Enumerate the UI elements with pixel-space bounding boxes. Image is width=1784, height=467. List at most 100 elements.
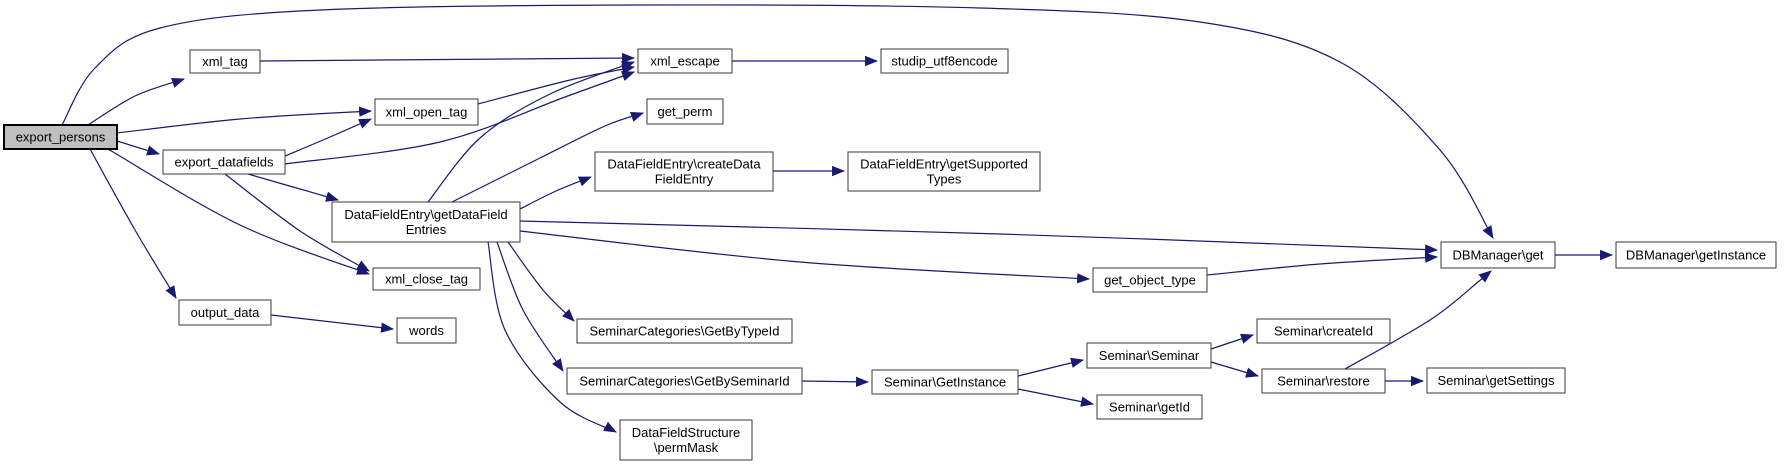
function-box[interactable] (880, 48, 1009, 74)
function-label: SeminarCategories\GetBySeminarId (579, 374, 789, 389)
node-dbmanager_get[interactable]: DBManager\get (1440, 241, 1556, 269)
edge-export_datafields-to-xml_open_tag (284, 118, 372, 157)
edge-datafieldentry_getdatafieldentries-to-seminarcategories_getbytypeid (507, 241, 575, 322)
node-get_object_type[interactable]: get_object_type (1092, 267, 1208, 293)
edge-export_persons-to-export_datafields (116, 140, 160, 156)
node-xml_close_tag[interactable]: xml_close_tag (372, 267, 481, 291)
function-box[interactable] (619, 419, 753, 461)
function-box[interactable] (1615, 241, 1777, 269)
function-box[interactable] (331, 201, 521, 243)
function-label: studip_utf8encode (891, 54, 997, 69)
function-label: xml_tag (202, 54, 248, 69)
edge-seminar_getinstance-to-seminar_getid (1017, 388, 1095, 407)
edge-seminar_restore-to-dbmanager_get (1344, 270, 1492, 370)
edge-seminar_seminar-to-seminar_createid (1210, 333, 1254, 350)
node-seminarcategories_getbyseminarid[interactable]: SeminarCategories\GetBySeminarId (566, 367, 803, 395)
node-seminar_createid[interactable]: Seminar\createId (1256, 318, 1391, 344)
edge-export_persons-to-xml_tag (87, 77, 185, 126)
edge-export_persons-to-output_data (89, 148, 177, 299)
node-seminar_restore[interactable]: Seminar\restore (1261, 368, 1386, 394)
edge-xml_open_tag-to-xml_escape (477, 64, 636, 105)
node-studip_utf8encode[interactable]: studip_utf8encode (880, 48, 1009, 74)
function-label: SeminarCategories\GetByTypeId (589, 324, 779, 339)
node-seminar_seminar[interactable]: Seminar\Seminar (1086, 342, 1212, 369)
edge-layer (61, 4, 1614, 433)
function-box[interactable] (1092, 267, 1208, 293)
node-xml_escape[interactable]: xml_escape (637, 48, 733, 74)
function-box[interactable] (1096, 394, 1203, 420)
function-box[interactable] (178, 299, 272, 326)
edge-export_persons-to-xml_close_tag (107, 148, 370, 275)
edge-export_persons-to-dbmanager_get (61, 4, 1494, 239)
function-box[interactable] (1440, 241, 1556, 269)
function-box[interactable] (189, 49, 261, 74)
node-xml_tag[interactable]: xml_tag (189, 49, 261, 74)
function-box[interactable] (847, 151, 1041, 192)
function-box[interactable] (374, 98, 479, 126)
function-label: Seminar\GetInstance (884, 375, 1006, 390)
function-box[interactable] (1261, 368, 1386, 394)
edge-export_datafields-to-xml_escape (284, 71, 635, 165)
current-function-box[interactable] (3, 124, 118, 150)
edge-datafieldentry_getdatafieldentries-to-get_perm (451, 112, 644, 203)
function-box[interactable] (1256, 318, 1391, 344)
node-seminar_getinstance[interactable]: Seminar\GetInstance (871, 369, 1019, 395)
edge-get_object_type-to-dbmanager_get (1206, 252, 1439, 276)
edge-seminar_getinstance-to-seminar_seminar (1017, 357, 1085, 377)
function-box[interactable] (162, 149, 286, 175)
node-export_persons[interactable]: export_persons (3, 124, 118, 150)
function-label: Seminar\restore (1277, 374, 1369, 389)
function-box[interactable] (637, 48, 733, 74)
function-box[interactable] (576, 318, 793, 344)
edge-datafieldentry_getdatafieldentries-to-datafieldstructure_permmask (487, 241, 617, 433)
node-seminarcategories_getbytypeid[interactable]: SeminarCategories\GetByTypeId (576, 318, 793, 344)
node-get_perm[interactable]: get_perm (646, 98, 724, 125)
function-box[interactable] (372, 267, 481, 291)
edge-datafieldentry_getdatafieldentries-to-get_object_type (519, 230, 1091, 284)
edge-seminar_seminar-to-seminar_restore (1210, 361, 1259, 378)
node-seminar_getsettings[interactable]: Seminar\getSettings (1426, 367, 1566, 394)
function-label: DBManager\getInstance (1626, 248, 1766, 263)
node-datafieldstructure_permmask[interactable]: DataFieldStructure\permMask (619, 419, 753, 461)
function-label: DBManager\get (1452, 248, 1543, 263)
function-label: xml_escape (650, 54, 719, 69)
node-words[interactable]: words (396, 317, 457, 344)
node-output_data[interactable]: output_data (178, 299, 272, 326)
function-label: export_persons (16, 130, 106, 145)
function-box[interactable] (646, 98, 724, 125)
function-label: Seminar\Seminar (1099, 348, 1200, 363)
function-box[interactable] (566, 367, 803, 395)
edge-datafieldentry_getdatafieldentries-to-dbmanager_get (519, 220, 1439, 255)
function-box[interactable] (396, 317, 457, 344)
edge-output_data-to-words (270, 314, 395, 333)
function-label: get_object_type (1104, 273, 1196, 288)
node-xml_open_tag[interactable]: xml_open_tag (374, 98, 479, 126)
edge-export_persons-to-xml_open_tag (116, 106, 373, 134)
function-box[interactable] (594, 151, 774, 192)
function-label: output_data (191, 305, 260, 320)
function-label: export_datafields (174, 155, 274, 170)
function-label: Seminar\getSettings (1437, 373, 1555, 388)
edge-export_datafields-to-datafieldentry_getdatafieldentries (247, 173, 339, 202)
function-box[interactable] (1426, 367, 1566, 394)
function-label: get_perm (658, 104, 713, 119)
edge-xml_tag-to-xml_escape (259, 52, 636, 64)
edge-datafieldentry_getdatafieldentries-to-seminarcategories_getbyseminarid (496, 241, 564, 372)
node-export_datafields[interactable]: export_datafields (162, 149, 286, 175)
node-layer: export_persons xml_tag xml_escape studip_ut… (3, 48, 1777, 461)
function-box[interactable] (1086, 342, 1212, 369)
node-seminar_getid[interactable]: Seminar\getId (1096, 394, 1203, 420)
function-label: xml_close_tag (385, 272, 468, 287)
function-label: Seminar\getId (1109, 400, 1190, 415)
function-box[interactable] (871, 369, 1019, 395)
edge-datafieldentry_getdatafieldentries-to-xml_escape (427, 61, 635, 203)
node-dbmanager_getinstance[interactable]: DBManager\getInstance (1615, 241, 1777, 269)
